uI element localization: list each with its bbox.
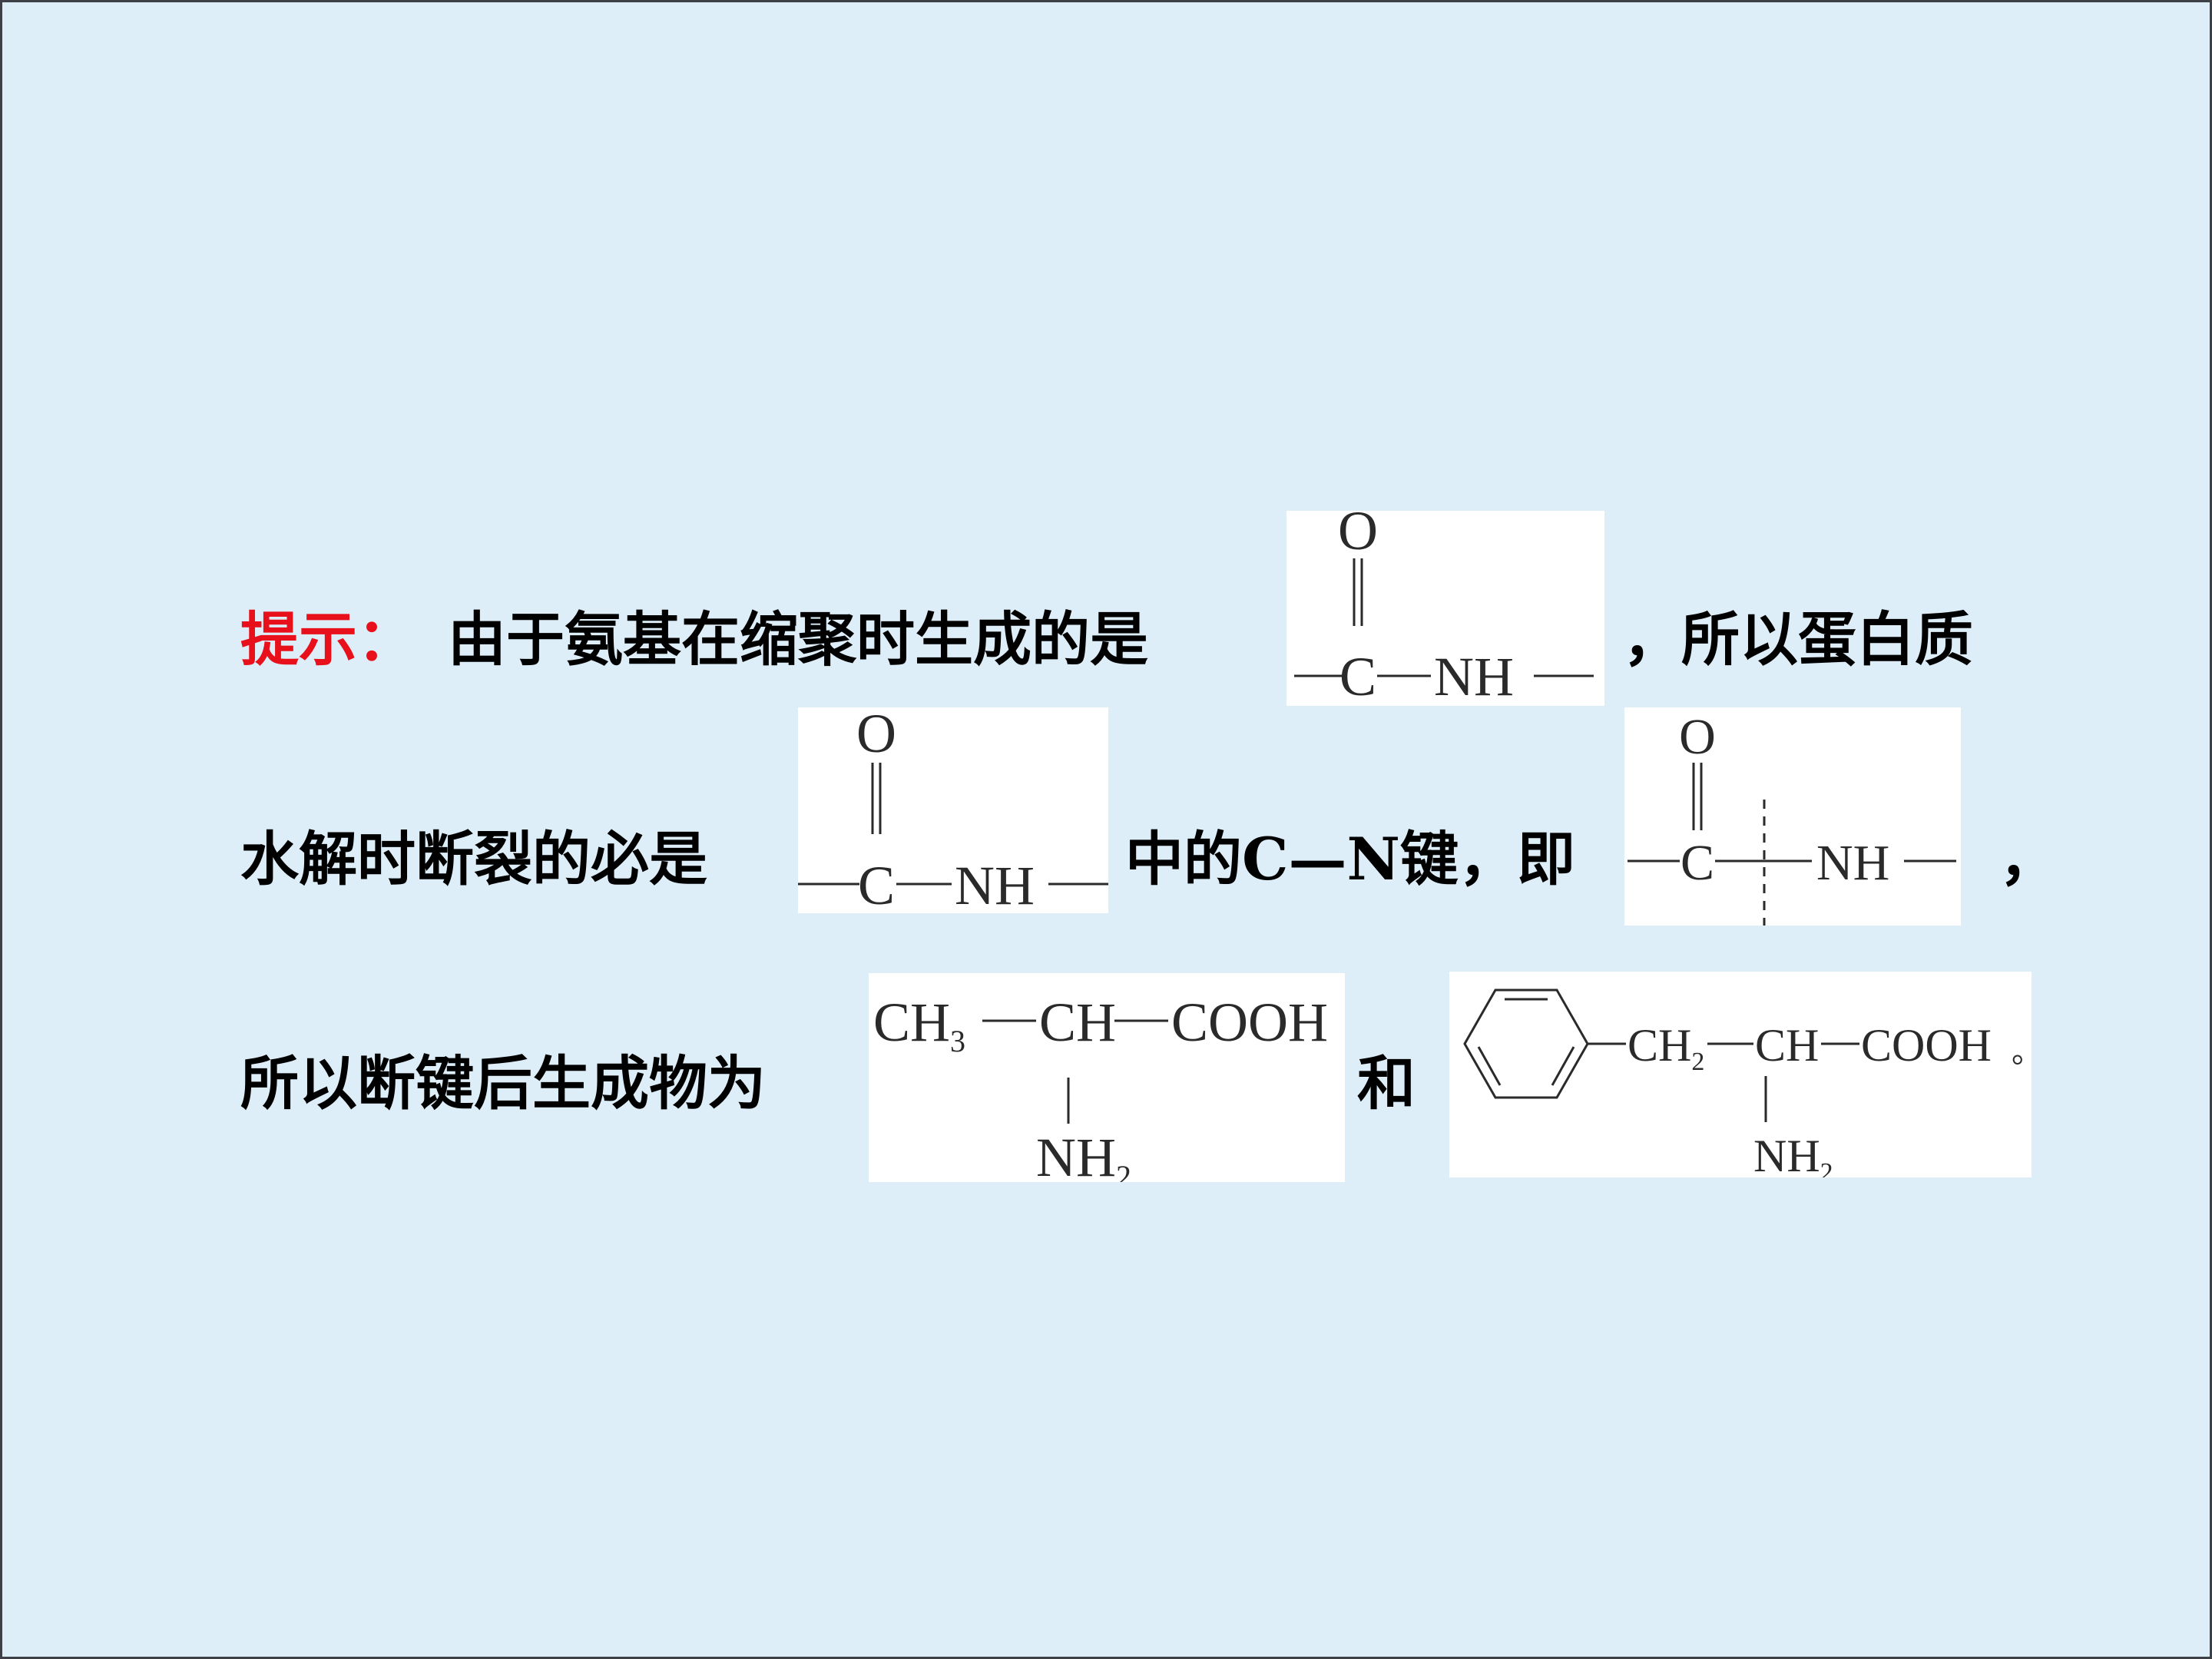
amide-group-figure-1: O C NH [1286,511,1604,706]
nh-label: NH [955,855,1035,913]
amide-cleavage-figure: O C NH [1624,707,1961,926]
line2-text-after: ， [1999,825,2058,893]
oxygen-label: O [1338,511,1378,561]
line3-text-before: 所以断键后生成物为 [240,1049,766,1118]
nh-label: NH [1816,835,1889,891]
carbon-label: C [1681,835,1714,891]
oxygen-label: O [1679,709,1716,765]
nh2-label: NH2 [1036,1127,1131,1182]
cooh-label: COOH [1171,992,1328,1053]
hint-label: 提示： [240,605,416,674]
benzene-ring [1463,988,1589,1099]
line1-text-after: ，所以蛋白质 [1623,605,1973,674]
line3-text-middle: 和 [1357,1049,1416,1118]
period-mark: 。 [2012,1035,2032,1069]
line1-text-before: 由于氨基在缩聚时生成的是 [448,605,1148,674]
ch2-label: CH2 [1628,1020,1704,1076]
nh-label: NH [1434,646,1514,706]
benzene-inner-bond [1477,1046,1502,1086]
ch3-label: CH3 [873,992,965,1058]
benzene-inner-bond [1551,1046,1575,1086]
line2-text-middle: 中的C—N键，即 [1125,825,1575,893]
cooh-label: COOH [1861,1020,1992,1071]
ch-label: CH [1039,992,1116,1053]
carbon-label: C [858,855,895,913]
carbon-label: C [1339,646,1376,706]
amide-group-figure-2: O C NH [798,707,1108,913]
ch-label: CH [1755,1020,1819,1071]
nh2-label: NH2 [1753,1131,1833,1177]
oxygen-label: O [856,707,896,764]
phenylalanine-figure: CH2 CH COOH NH2 。 [1449,972,2032,1177]
line2-text-before: 水解时断裂的必是 [240,825,707,893]
alanine-figure: CH3 CH COOH NH2 [869,973,1345,1182]
